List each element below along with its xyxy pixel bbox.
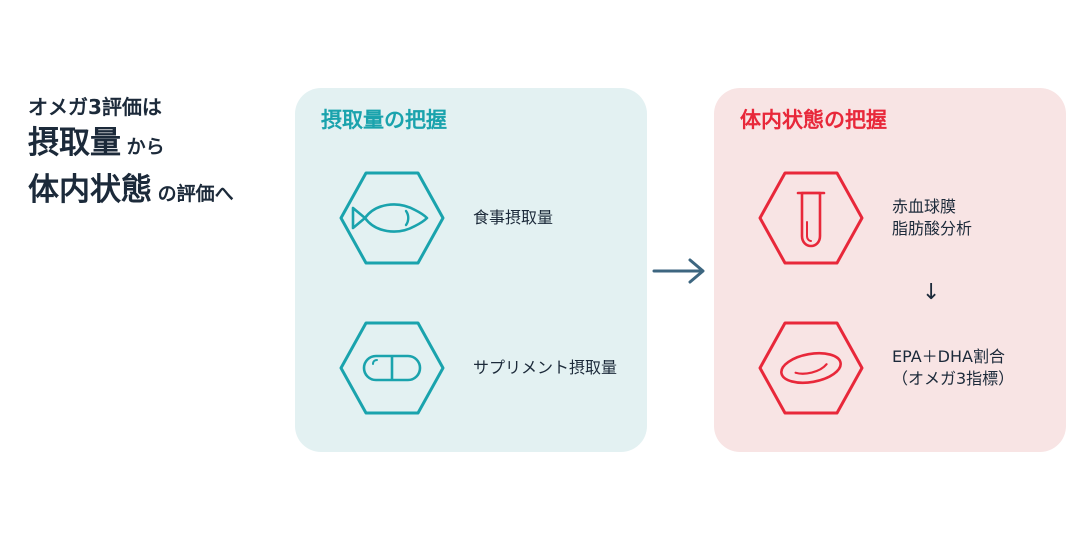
diet-intake-text: 食事摂取量	[473, 208, 554, 227]
state-panel-title: 体内状態の把握	[740, 108, 887, 132]
state-item-membrane: 赤血球膜 脂肪酸分析	[758, 170, 1058, 266]
membrane-text-line1: 赤血球膜	[892, 197, 957, 216]
heading-from-word: から	[126, 136, 165, 158]
capsule-icon	[339, 321, 445, 415]
heading: オメガ3評価は 摂取量 から 体内状態 の評価へ	[28, 92, 288, 216]
intake-item-diet: 食事摂取量	[339, 170, 639, 266]
state-item-omega3-index-label: EPA＋DHA割合 （オメガ3指標）	[892, 320, 1014, 416]
intake-item-supplement: サプリメント摂取量	[339, 320, 639, 416]
flow-arrow-icon	[652, 258, 705, 284]
heading-line3: 体内状態 の評価へ	[28, 169, 288, 216]
heading-to-evaluation: の評価へ	[157, 183, 234, 205]
red-blood-cell-icon	[758, 321, 864, 415]
intake-item-supplement-label: サプリメント摂取量	[473, 320, 617, 416]
membrane-text-line2: 脂肪酸分析	[892, 219, 973, 238]
intake-panel-title: 摂取量の把握	[321, 108, 447, 132]
heading-state-word: 体内状態	[28, 172, 152, 208]
intake-item-diet-label: 食事摂取量	[473, 170, 553, 266]
state-item-omega3-index: EPA＋DHA割合 （オメガ3指標）	[758, 320, 1058, 416]
state-item-membrane-label: 赤血球膜 脂肪酸分析	[892, 170, 972, 266]
supplement-intake-text: サプリメント摂取量	[473, 358, 618, 377]
down-arrow-icon: ↓	[922, 280, 941, 305]
state-panel: 体内状態の把握 赤血球膜 脂肪酸分析 ↓ EPA＋DHA割合 （オメガ3指標）	[714, 88, 1066, 452]
heading-intake-word: 摂取量	[28, 125, 121, 161]
heading-line1: オメガ3評価は	[28, 95, 162, 119]
heading-line2: 摂取量 から	[28, 122, 288, 169]
omega3-text-line2: （オメガ3指標）	[892, 369, 1015, 388]
omega3-text-line1: EPA＋DHA割合	[892, 347, 1005, 366]
test-tube-icon	[758, 171, 864, 265]
intake-panel: 摂取量の把握 食事摂取量 サプリメント摂取量	[295, 88, 647, 452]
fish-icon	[339, 171, 445, 265]
